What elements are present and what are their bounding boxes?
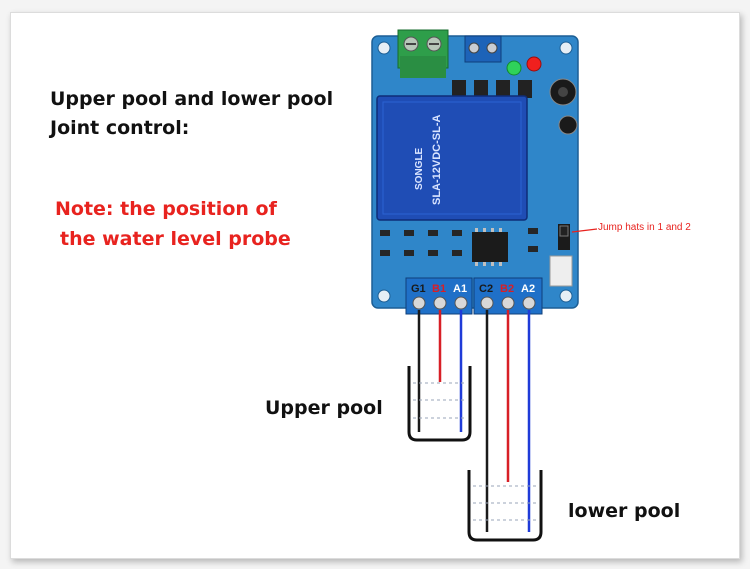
- title-line-1: Upper pool and lower pool: [50, 88, 334, 110]
- mount-hole-tr: [559, 41, 573, 55]
- led-green: [506, 60, 522, 76]
- relay-brand: SONGLE: [414, 147, 425, 190]
- pin-label-a1: A1: [453, 283, 467, 295]
- led-red: [526, 56, 542, 72]
- pin-label-g1: G1: [411, 283, 426, 295]
- ic-chip: [472, 232, 508, 262]
- title-line-2: Joint control:: [50, 117, 190, 139]
- mount-hole-br: [559, 289, 573, 303]
- relay-model: SLA-12VDC-SL-A: [431, 114, 443, 205]
- pin-label-b2: B2: [500, 283, 514, 295]
- note-line-2: the water level probe: [60, 228, 291, 250]
- pin-label-a2: A2: [521, 283, 535, 295]
- relay: [376, 95, 528, 221]
- signal-connector: [549, 255, 573, 287]
- upper-pool-label: Upper pool: [265, 397, 383, 419]
- lower-pool-label: lower pool: [568, 500, 681, 522]
- jumper-note: Jump hats in 1 and 2: [598, 222, 691, 233]
- pin-label-c2: C2: [479, 283, 493, 295]
- mount-hole-bl: [377, 289, 391, 303]
- terminal-screws: [412, 296, 536, 310]
- pin-label-b1: B1: [432, 283, 446, 295]
- capacitor-small: [558, 115, 578, 135]
- upper-pool-vessel: [407, 366, 472, 442]
- mount-hole-tl: [377, 41, 391, 55]
- lower-pool-vessel: [467, 470, 543, 542]
- jumper-pointer: [571, 228, 598, 233]
- note-line-1: Note: the position of: [55, 198, 277, 220]
